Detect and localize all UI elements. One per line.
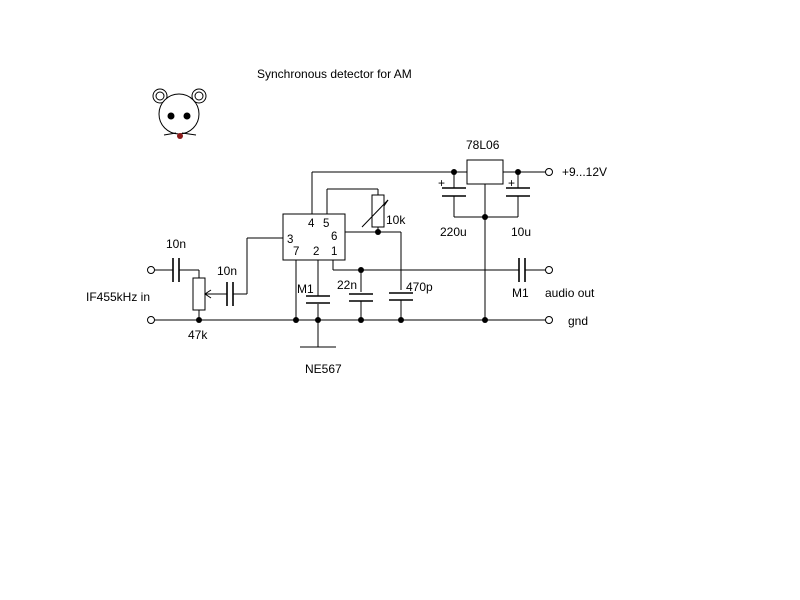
capacitor-220u-label: 220u [440, 225, 467, 239]
capacitor-10n-input [172, 258, 180, 282]
capacitor-10u [506, 187, 530, 217]
potentiometer-47k-label: 47k [188, 328, 208, 342]
capacitor-10n-coupling [226, 282, 234, 306]
capacitor-10u-label: 10u [511, 225, 531, 239]
capacitor-470p [389, 292, 413, 320]
capacitor-22n-label: 22n [337, 278, 357, 292]
plus-mark-10u: + [508, 176, 515, 190]
trimmer-10k [326, 188, 389, 232]
terminal-audio-out [545, 266, 553, 274]
terminal-gnd [545, 316, 553, 324]
terminal-input-signal [147, 266, 155, 274]
ic-pin-7: 7 [293, 246, 299, 258]
capacitor-m1-output-label: M1 [512, 286, 529, 300]
supply-label: +9...12V [562, 165, 607, 179]
capacitor-10n-coupling-label: 10n [217, 264, 237, 278]
potentiometer-47k [192, 277, 227, 320]
regulator-label: 78L06 [466, 138, 500, 152]
junctions [196, 169, 521, 323]
capacitor-m1-pin2 [306, 295, 330, 304]
ic-pin-2: 2 [313, 246, 319, 258]
ground-rail [154, 319, 546, 348]
input-label: IF455kHz in [86, 290, 150, 304]
diagram-title: Synchronous detector for AM [257, 67, 412, 81]
terminal-input-ground [147, 316, 155, 324]
capacitor-220u [442, 187, 466, 217]
regulator-78l06 [466, 159, 504, 185]
capacitor-10n-input-label: 10n [166, 237, 186, 251]
trimmer-10k-label: 10k [386, 213, 406, 227]
ic-pin-3: 3 [287, 234, 293, 246]
capacitor-470p-label: 470p [406, 280, 433, 294]
mouse-face-icon [152, 88, 207, 139]
plus-mark-220u: + [438, 176, 445, 190]
audio-out-label: audio out [545, 286, 595, 300]
terminal-supply [545, 168, 553, 176]
gnd-label: gnd [568, 314, 588, 328]
ic-label: NE567 [305, 362, 342, 376]
ic-ne567 [282, 213, 346, 261]
ic-pin-1: 1 [331, 246, 337, 258]
capacitor-22n [349, 293, 373, 320]
ic-pin-6: 6 [331, 231, 337, 243]
capacitor-m1-output [518, 258, 526, 282]
mouse-nose [177, 133, 183, 139]
ic-pin-4: 4 [308, 218, 315, 230]
ic-pin-5: 5 [323, 218, 329, 230]
supply-rail [311, 171, 546, 214]
capacitor-m1-pin2-label: M1 [297, 282, 314, 296]
